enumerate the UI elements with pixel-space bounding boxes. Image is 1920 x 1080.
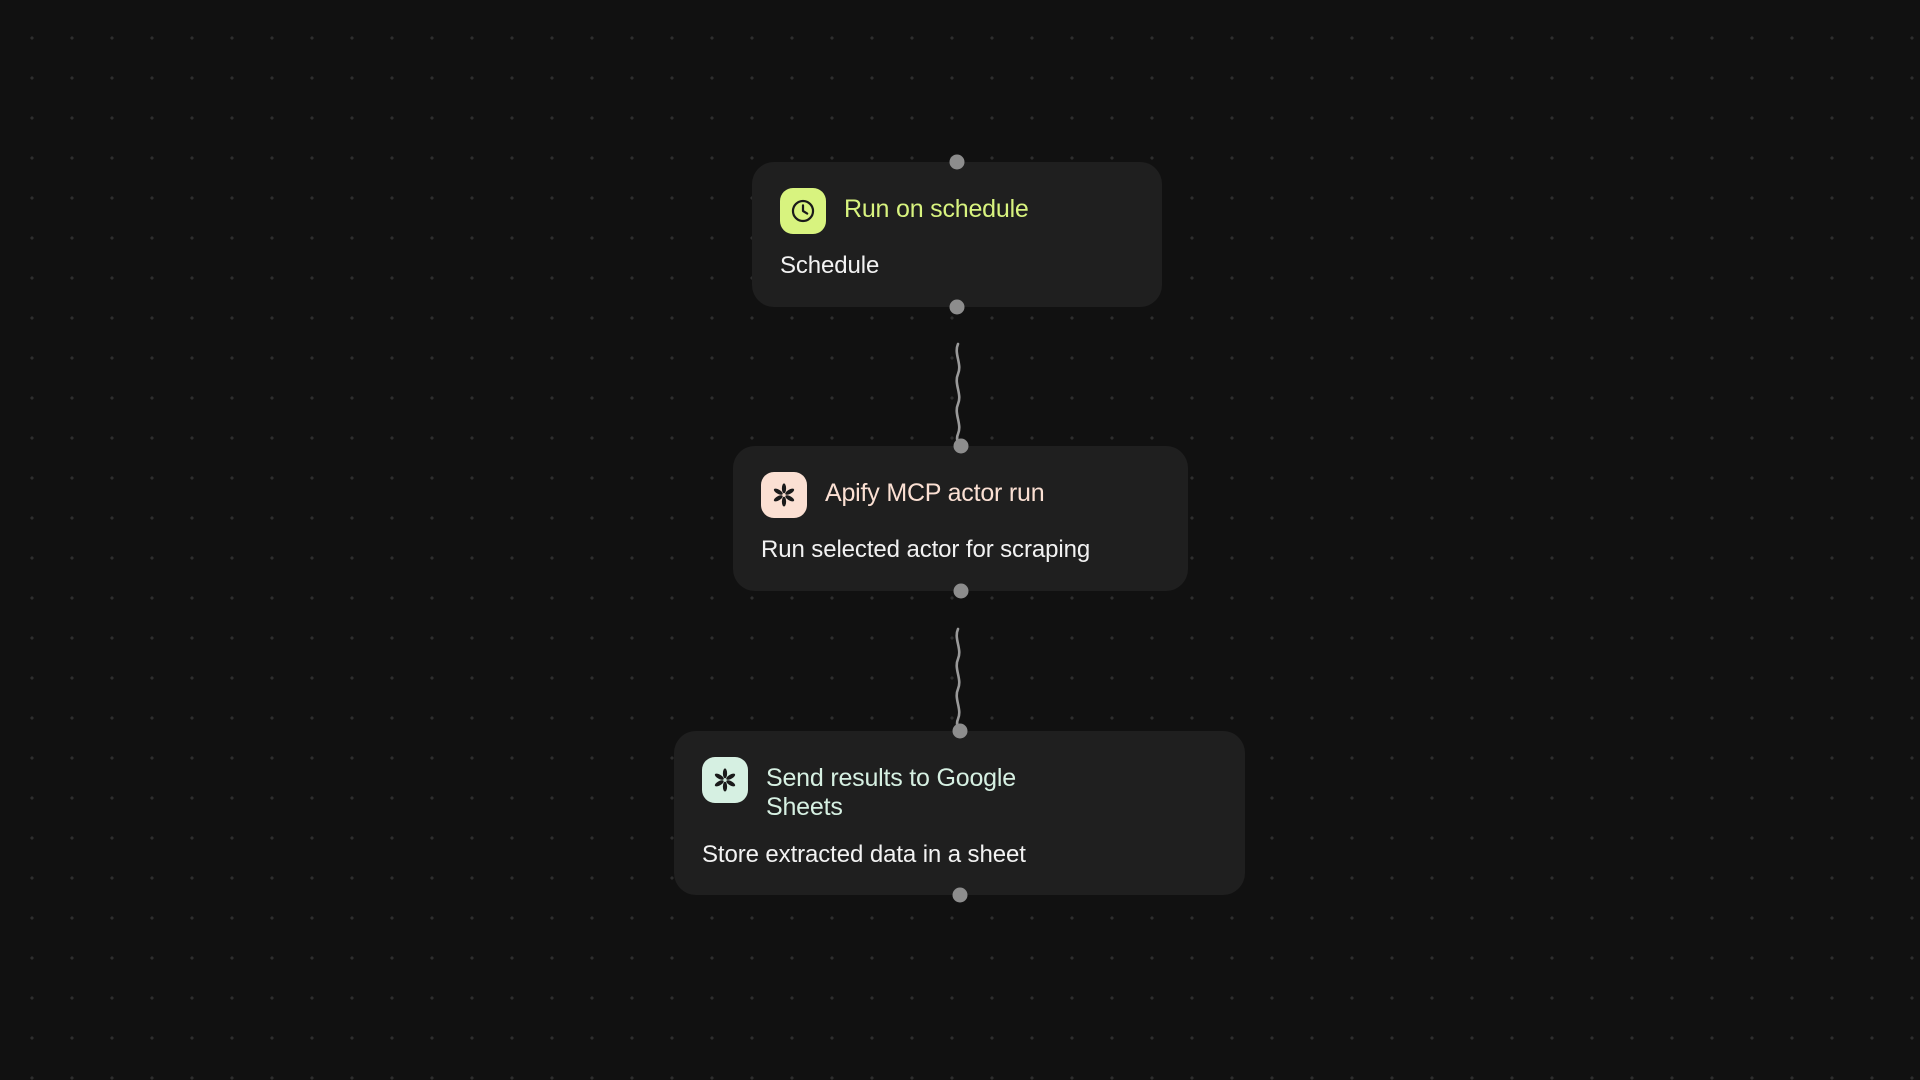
node-header: Send results to Google Sheets	[702, 757, 1215, 823]
apify-asterisk-icon	[702, 757, 748, 803]
node-description: Store extracted data in a sheet	[702, 840, 1026, 868]
node-title: Apify MCP actor run	[825, 479, 1045, 507]
node-description: Run selected actor for scraping	[761, 536, 1091, 563]
workflow-node-send-results-to-google-sheets[interactable]: Send results to Google Sheets Store extr…	[674, 723, 1245, 903]
node-input-port[interactable]	[953, 438, 968, 454]
node-header: Run on schedule	[780, 188, 1132, 234]
clock-icon	[780, 188, 826, 234]
connector-schedule-to-apify[interactable]	[952, 342, 964, 446]
node-output-port[interactable]	[952, 887, 967, 903]
apify-asterisk-icon	[761, 472, 807, 518]
node-description: Schedule	[780, 252, 880, 279]
connector-apify-to-sheets[interactable]	[952, 627, 964, 731]
node-output-port[interactable]	[953, 583, 968, 599]
workflow-node-apify-mcp-actor-run[interactable]: Apify MCP actor run Run selected actor f…	[733, 438, 1188, 599]
node-header: Apify MCP actor run	[761, 472, 1158, 518]
node-input-port[interactable]	[949, 154, 965, 170]
node-output-port[interactable]	[949, 299, 965, 315]
workflow-node-run-on-schedule[interactable]: Run on schedule Schedule	[752, 154, 1162, 315]
node-title: Send results to Google Sheets	[766, 764, 1016, 822]
node-title: Run on schedule	[844, 195, 1029, 223]
node-input-port[interactable]	[952, 723, 967, 739]
